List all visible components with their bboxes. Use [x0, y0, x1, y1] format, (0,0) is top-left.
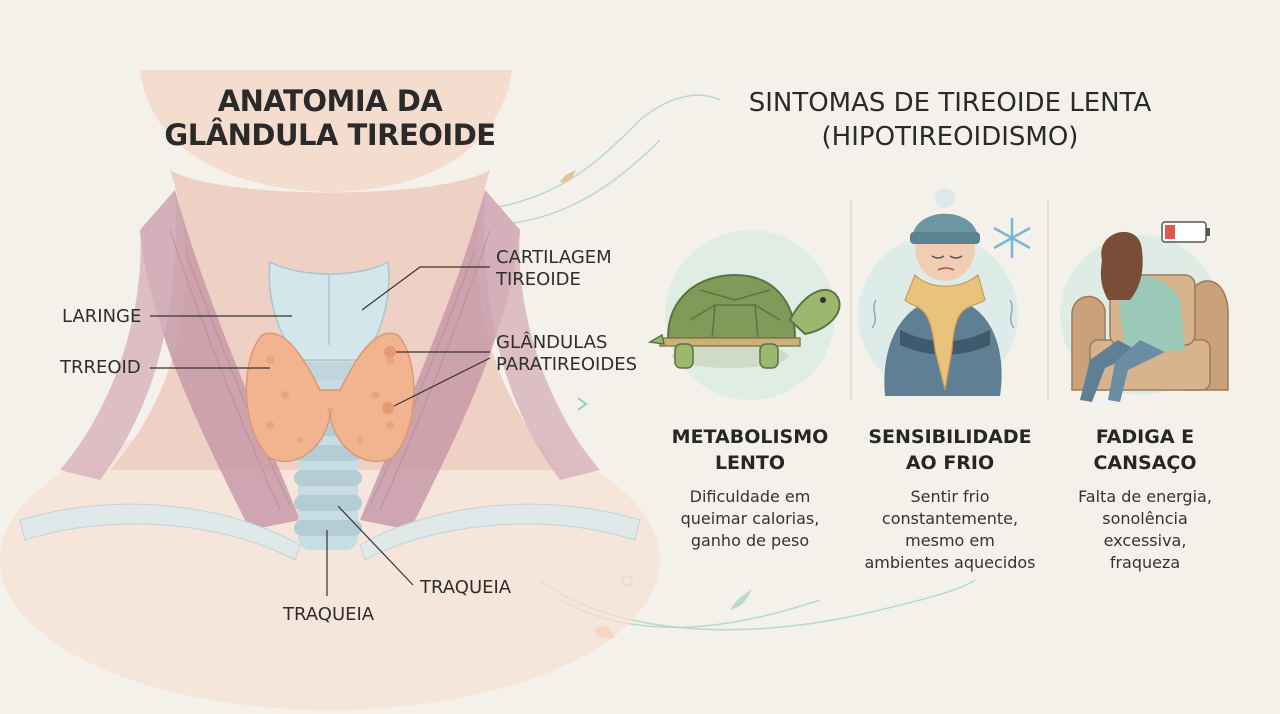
symptom-desc-line1: Falta de energia,: [1078, 487, 1212, 506]
turtle-icon: [647, 230, 841, 400]
symptom-desc-line1: Sentir frio: [910, 487, 990, 506]
symptom-desc-line3: excessiva,: [1103, 531, 1187, 550]
symptoms-title-line1: SINTOMAS DE TIREOIDE LENTA: [748, 88, 1152, 118]
cold-person-icon: [858, 188, 1031, 396]
symptom-card-metabolismo: METABOLISMO LENTO Dificuldade em queimar…: [655, 424, 845, 552]
symptom-heading-line2: CANSAÇO: [1093, 452, 1197, 474]
label-glandulas-paratireoides: GLÂNDULAS PARATIREOIDES: [496, 332, 637, 376]
anatomy-title-line1: ANATOMIA DA: [217, 84, 443, 118]
leader-lines: [150, 266, 491, 596]
symptom-heading: FADIGA E CANSAÇO: [1060, 424, 1230, 476]
symptom-desc-line4: fraqueza: [1109, 553, 1181, 572]
thyroid-cartilage: [268, 260, 390, 380]
symptom-desc-line2: constantemente,: [881, 509, 1019, 528]
symptom-card-fadiga: FADIGA E CANSAÇO Falta de energia, sonol…: [1060, 424, 1230, 574]
leaf-icon: [560, 170, 576, 183]
leaf-icon: [730, 588, 752, 610]
symptom-desc-line4: ambientes aquecidos: [864, 553, 1036, 572]
label-cartilagem-line1: CARTILAGEM: [496, 247, 612, 268]
label-cartilagem-tireoide: CARTILAGEM TIREOIDE: [496, 247, 612, 291]
symptom-description: Dificuldade em queimar calorias, ganho d…: [655, 486, 845, 552]
anatomy-title-line2: GLÂNDULA TIREOIDE: [164, 118, 496, 152]
symptom-card-frio: SENSIBILIDADE AO FRIO Sentir frio consta…: [848, 424, 1052, 574]
label-traqueia-bottom: TRAQUEIA: [283, 604, 375, 625]
symptom-heading-line1: METABOLISMO: [671, 426, 829, 448]
label-tireoid: TRREOID: [60, 357, 141, 378]
tired-person-icon: [1060, 221, 1229, 402]
anatomy-title: ANATOMIA DA GLÂNDULA TIREOIDE: [150, 84, 510, 152]
label-traqueia-right: TRAQUEIA: [420, 577, 512, 598]
label-laringe: LARINGE: [62, 306, 142, 327]
chevron-right-icon: [577, 397, 588, 411]
symptom-desc-line2: queimar calorias,: [680, 509, 820, 528]
symptom-heading-line1: FADIGA E: [1095, 426, 1195, 448]
label-cartilagem-line2: TIREOIDE: [496, 269, 581, 290]
symptom-heading-line1: SENSIBILIDADE: [868, 426, 1032, 448]
neck-anatomy-illustration: [0, 70, 660, 710]
symptom-heading-line2: AO FRIO: [905, 452, 995, 474]
thyroid-gland: [245, 332, 415, 463]
symptom-heading: METABOLISMO LENTO: [655, 424, 845, 476]
symptoms-title: SINTOMAS DE TIREOIDE LENTA (HIPOTIREOIDI…: [690, 86, 1210, 154]
symptoms-title-line2: (HIPOTIREOIDISMO): [821, 122, 1079, 152]
label-paratireoides-line2: PARATIREOIDES: [496, 354, 638, 375]
symptom-desc-line2: sonolência: [1102, 509, 1188, 528]
label-paratireoides-line1: GLÂNDULAS: [496, 332, 608, 353]
symptom-heading: SENSIBILIDADE AO FRIO: [848, 424, 1052, 476]
symptom-desc-line3: mesmo em: [905, 531, 995, 550]
symptom-heading-line2: LENTO: [714, 452, 786, 474]
symptom-desc-line3: ganho de peso: [690, 531, 810, 550]
symptom-description: Sentir frio constantemente, mesmo em amb…: [848, 486, 1052, 574]
snowflake-icon: [993, 218, 1031, 258]
symptom-description: Falta de energia, sonolência excessiva, …: [1060, 486, 1230, 574]
symptom-desc-line1: Dificuldade em: [689, 487, 811, 506]
